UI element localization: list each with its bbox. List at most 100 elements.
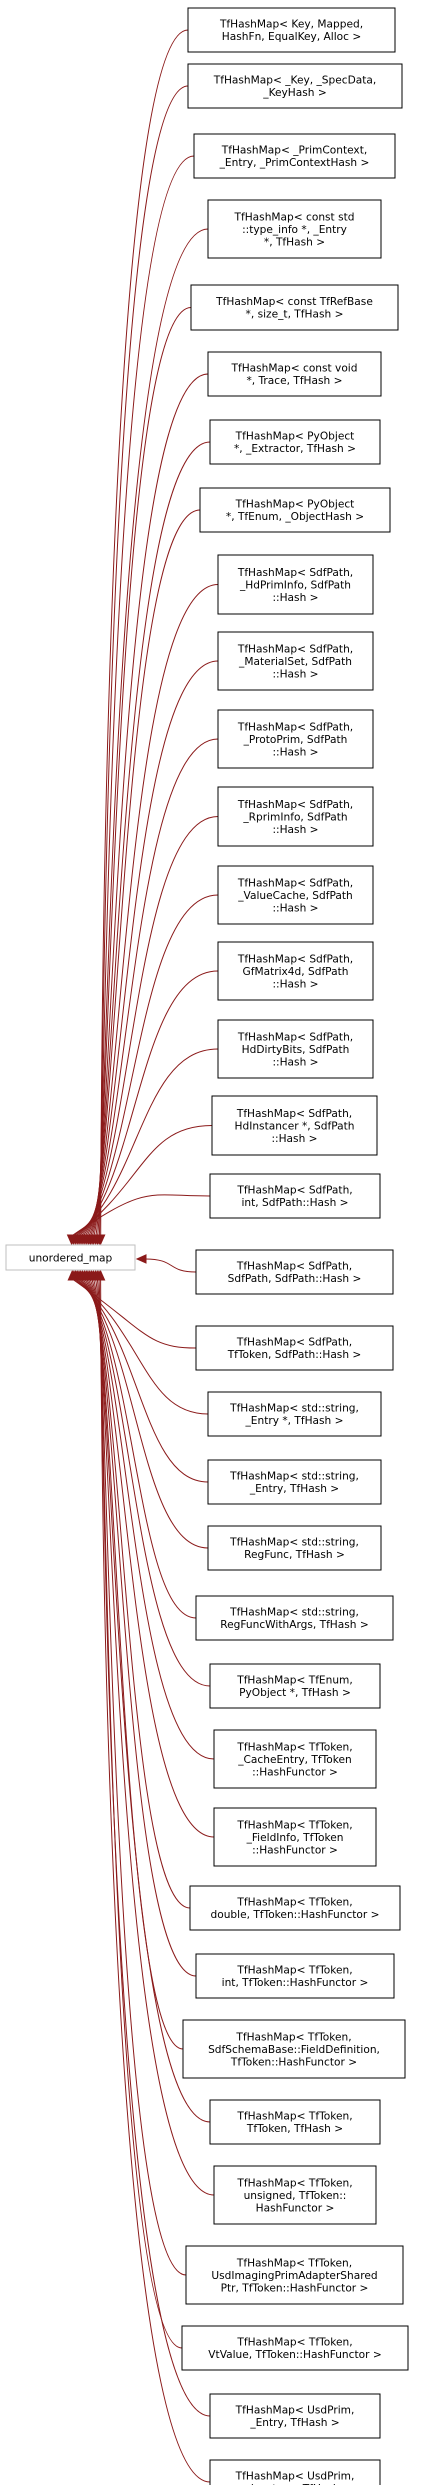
derived-class-box — [193, 133, 396, 179]
class-nodes: unordered_map TfHashMap< Key, Mapped,Hash… — [5, 7, 409, 2485]
derived-class-label-line: TfHashMap< PyObject — [235, 431, 355, 443]
derived-class-node[interactable]: TfHashMap< TfToken,UsdImagingPrimAdapter… — [185, 2245, 404, 2305]
derived-class-node[interactable]: TfHashMap< PyObject*, _Extractor, TfHash… — [209, 419, 381, 465]
derived-class-box — [207, 1525, 382, 1571]
derived-class-node[interactable]: TfHashMap< TfToken,SdfSchemaBase::FieldD… — [182, 2019, 406, 2079]
derived-class-label-line: HdInstancer *, SdfPath — [235, 1120, 355, 1132]
derived-class-label-line: TfHashMap< const std — [234, 211, 355, 223]
derived-class-box — [195, 1249, 394, 1295]
derived-class-label-line: TfHashMap< SdfPath, — [237, 721, 353, 733]
derived-class-box — [217, 941, 374, 1001]
derived-class-label-line: unsigned, TfToken:: — [244, 2190, 347, 2202]
derived-class-label-line: _KeyHash > — [262, 87, 326, 99]
derived-class-node[interactable]: TfHashMap< SdfPath,HdDirtyBits, SdfPath:… — [217, 1019, 374, 1079]
derived-class-node[interactable]: TfHashMap< std::string,RegFunc, TfHash > — [207, 1525, 382, 1571]
derived-class-box — [209, 1173, 381, 1219]
derived-class-label-line: TfHashMap< SdfPath, — [236, 1337, 352, 1349]
derived-class-box — [207, 1391, 382, 1437]
derived-class-node[interactable]: TfHashMap< SdfPath,_HdPrimInfo, SdfPath:… — [217, 554, 374, 615]
derived-class-node[interactable]: TfHashMap< SdfPath,SdfPath, SdfPath::Has… — [195, 1249, 394, 1295]
derived-class-node[interactable]: TfHashMap< UsdPrim,value_type, TfHash > — [209, 2459, 381, 2485]
inheritance-edge — [78, 1278, 197, 1619]
derived-class-label-line: _ValueCache, SdfPath — [237, 890, 353, 902]
inheritance-edge — [97, 155, 195, 1237]
derived-class-label-line: TfHashMap< TfToken, — [236, 1819, 352, 1831]
derived-class-label-line: TfHashMap< const TfRefBase — [215, 296, 373, 308]
derived-class-label-line: TfHashMap< std::string, — [229, 1537, 359, 1549]
derived-class-node[interactable]: TfHashMap< const void*, Trace, TfHash > — [207, 351, 382, 397]
inheritance-arrowhead — [135, 1254, 147, 1264]
base-class-node[interactable]: unordered_map — [5, 1244, 136, 1271]
derived-class-node[interactable]: TfHashMap< std::string,_Entry *, TfHash … — [207, 1391, 382, 1437]
derived-class-box — [217, 1019, 374, 1079]
derived-class-box — [199, 487, 391, 533]
derived-class-node[interactable]: TfHashMap< TfToken,int, TfToken::HashFun… — [195, 1953, 395, 1999]
derived-class-node[interactable]: TfHashMap< const TfRefBase*, size_t, TfH… — [190, 284, 399, 331]
derived-class-node[interactable]: TfHashMap< TfToken,_FieldInfo, TfToken::… — [213, 1807, 377, 1867]
derived-class-label-line: HdDirtyBits, SdfPath — [242, 1044, 350, 1056]
derived-class-label-line: SdfSchemaBase::FieldDefinition, — [208, 2044, 380, 2056]
derived-class-label-line: UsdImagingPrimAdapterShared — [211, 2270, 377, 2282]
derived-class-node[interactable]: TfHashMap< TfToken,VtValue, TfToken::Has… — [181, 2325, 409, 2371]
derived-class-node[interactable]: TfHashMap< SdfPath,GfMatrix4d, SdfPath::… — [217, 941, 374, 1001]
derived-class-node[interactable]: TfHashMap< TfToken,_CacheEntry, TfToken:… — [213, 1729, 377, 1789]
derived-class-node[interactable]: TfHashMap< SdfPath,int, SdfPath::Hash > — [209, 1173, 381, 1219]
derived-class-label-line: _Entry, TfHash > — [249, 1483, 339, 1495]
derived-class-node[interactable]: TfHashMap< TfToken,double, TfToken::Hash… — [189, 1885, 401, 1931]
base-class-label-line: unordered_map — [29, 1252, 113, 1264]
inheritance-edge — [96, 1278, 183, 2349]
derived-class-label-line: *, size_t, TfHash > — [246, 309, 344, 321]
derived-class-node[interactable]: TfHashMap< SdfPath,HdInstancer *, SdfPat… — [211, 1095, 378, 1156]
derived-class-box — [217, 554, 374, 615]
derived-class-label-line: TfHashMap< TfToken, — [236, 2257, 352, 2269]
derived-class-box — [217, 631, 374, 691]
derived-class-label-line: SdfPath, SdfPath::Hash > — [228, 1273, 362, 1285]
derived-class-box — [207, 1459, 382, 1505]
derived-class-label-line: _ProtoPrim, SdfPath — [243, 734, 348, 746]
derived-class-label-line: TfToken, TfHash > — [246, 2123, 343, 2135]
derived-class-label-line: TfHashMap< SdfPath, — [237, 877, 353, 889]
derived-class-label-line: _MaterialSet, SdfPath — [238, 656, 352, 668]
derived-class-node[interactable]: TfHashMap< std::string,_Entry, TfHash > — [207, 1459, 382, 1505]
derived-class-label-line: TfHashMap< SdfPath, — [236, 1108, 352, 1120]
inheritance-arrowhead — [66, 1234, 77, 1246]
derived-class-label-line: TfHashMap< SdfPath, — [236, 1261, 352, 1273]
derived-class-box — [217, 786, 374, 847]
derived-class-label-line: TfHashMap< SdfPath, — [237, 799, 353, 811]
derived-class-node[interactable]: TfHashMap< SdfPath,_RprimInfo, SdfPath::… — [217, 786, 374, 847]
derived-class-node[interactable]: TfHashMap< PyObject*, TfEnum, _ObjectHas… — [199, 487, 391, 533]
derived-class-label-line: ::HashFunctor > — [252, 1766, 338, 1778]
derived-class-node[interactable]: TfHashMap< _Key, _SpecData,_KeyHash > — [187, 63, 403, 109]
derived-class-node[interactable]: TfHashMap< const std::type_info *, _Entr… — [207, 199, 382, 259]
derived-class-node[interactable]: TfHashMap< _PrimContext,_Entry, _PrimCon… — [193, 133, 396, 179]
derived-class-node[interactable]: TfHashMap< SdfPath,TfToken, SdfPath::Has… — [195, 1325, 394, 1371]
derived-class-box — [195, 1325, 394, 1371]
inheritance-edge — [88, 509, 201, 1237]
derived-class-node[interactable]: TfHashMap< SdfPath,_ProtoPrim, SdfPath::… — [217, 709, 374, 769]
derived-class-label-line: GfMatrix4d, SdfPath — [243, 966, 349, 978]
derived-class-label-line: TfHashMap< std::string, — [229, 1607, 359, 1619]
derived-class-box — [182, 2019, 406, 2079]
derived-class-label-line: int, SdfPath::Hash > — [241, 1197, 348, 1209]
inheritance-edge — [100, 1278, 211, 2483]
derived-class-label-line: ::Hash > — [272, 824, 318, 836]
derived-class-node[interactable]: TfHashMap< SdfPath,_MaterialSet, SdfPath… — [217, 631, 374, 691]
derived-class-node[interactable]: TfHashMap< TfEnum,PyObject *, TfHash > — [209, 1663, 381, 1709]
derived-class-node[interactable]: TfHashMap< std::string,RegFuncWithArgs, … — [195, 1595, 394, 1641]
derived-class-label-line: _FieldInfo, TfToken — [246, 1832, 344, 1844]
derived-class-label-line: ::Hash > — [272, 902, 318, 914]
derived-class-node[interactable]: TfHashMap< TfToken,TfToken, TfHash > — [209, 2099, 381, 2145]
derived-class-label-line: *, TfHash > — [264, 236, 325, 248]
derived-class-node[interactable]: TfHashMap< Key, Mapped,HashFn, EqualKey,… — [187, 7, 396, 53]
derived-class-label-line: TfHashMap< TfToken, — [236, 2177, 352, 2189]
derived-class-node[interactable]: TfHashMap< SdfPath,_ValueCache, SdfPath:… — [217, 865, 374, 925]
derived-class-node[interactable]: TfHashMap< TfToken,unsigned, TfToken::Ha… — [213, 2165, 377, 2225]
derived-class-label-line: TfHashMap< SdfPath, — [237, 567, 353, 579]
inheritance-edge — [98, 85, 189, 1237]
derived-class-label-line: TfHashMap< UsdPrim, — [235, 2471, 355, 2483]
derived-class-box — [181, 2325, 409, 2371]
inheritance-edge — [144, 1258, 197, 1273]
derived-class-box — [213, 1807, 377, 1867]
derived-class-node[interactable]: TfHashMap< UsdPrim,_Entry, TfHash > — [209, 2393, 381, 2439]
